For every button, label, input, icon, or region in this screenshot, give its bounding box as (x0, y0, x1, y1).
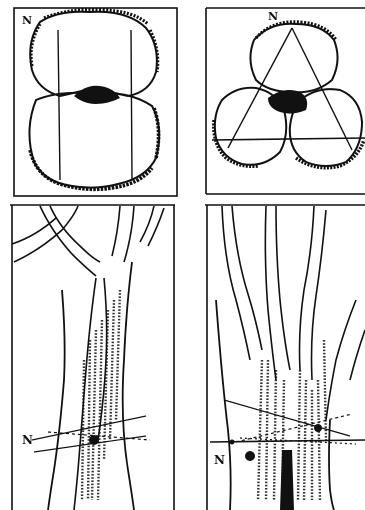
survey-point-main (245, 451, 255, 461)
north-label: N (268, 10, 278, 23)
sight-line-triangle-right (292, 28, 352, 150)
trunk-outline-right (329, 420, 334, 510)
sight-line-triangle-base (212, 138, 365, 140)
branch-right (112, 206, 134, 262)
sight-line-triangle-left (228, 28, 292, 148)
crown-lobe-lower (29, 93, 159, 188)
branch-right-a (300, 206, 327, 380)
north-label: N (214, 453, 225, 467)
branch-far-right (140, 206, 164, 246)
sight-line-upper (224, 400, 350, 436)
trunk-junction-mark (74, 86, 120, 104)
panel-top-left: N (14, 8, 177, 196)
sight-line-dotted-a (236, 414, 352, 442)
sight-line-left (58, 30, 60, 180)
stem-shadow (280, 450, 294, 510)
survey-point-left (230, 440, 235, 445)
panel-top-right: N (206, 8, 365, 194)
branch-center (265, 206, 290, 380)
survey-point-right (314, 424, 322, 432)
branch-left-a (222, 206, 262, 360)
crown-lobe-upper (30, 12, 157, 96)
branch-far-right (326, 300, 365, 420)
crown-shading-upper (31, 10, 158, 72)
north-label: N (22, 14, 32, 27)
panel-bottom-right: N (205, 205, 365, 510)
trunk-outline-left (48, 290, 65, 510)
crown-shading-lower (30, 108, 159, 189)
panel-bottom-left: N (10, 205, 175, 510)
trunk-outline-left (216, 300, 231, 510)
trunk-junction-mark (268, 90, 307, 114)
trunk-outline-right (123, 262, 134, 510)
bark-hatching (82, 290, 120, 500)
crown-shading-left (214, 120, 258, 166)
sight-line-right (131, 30, 132, 180)
survey-point (89, 435, 99, 445)
north-label: N (22, 433, 33, 447)
